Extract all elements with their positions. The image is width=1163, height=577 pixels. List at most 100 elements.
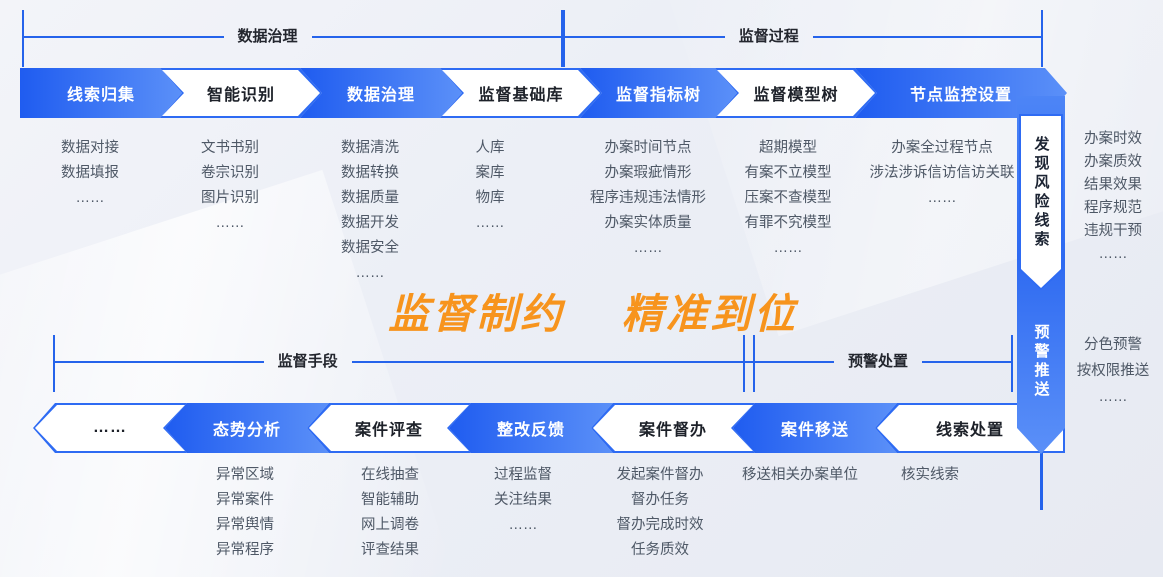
bracket-tick <box>563 10 565 67</box>
bracket-tick <box>743 335 745 392</box>
chevron-shape <box>442 70 600 116</box>
list-item: 任务质效 <box>631 542 689 558</box>
list-item: 办案质效 <box>1084 154 1142 170</box>
detail-column: 办案时间节点办案瑕疵情形程序违规违法情形办案实体质量…… <box>590 136 706 261</box>
detail-column: 人库案库物库…… <box>476 136 505 236</box>
bracket-tick <box>753 335 755 392</box>
list-item: 智能辅助 <box>361 492 419 508</box>
node-label: 智能识别 <box>206 87 275 104</box>
bottom_chain-node-0: …… <box>33 403 187 453</box>
list-item: 核实线索 <box>901 467 959 483</box>
node-label: 态势分析 <box>212 422 281 439</box>
list-item: …… <box>215 215 245 231</box>
list-item: 在线抽查 <box>361 467 419 483</box>
list-item: 数据填报 <box>61 165 119 181</box>
node-label: 监督基础库 <box>478 87 564 104</box>
detail-column: 异常区域异常案件异常舆情异常程序…… <box>216 463 274 577</box>
list-item: …… <box>773 240 803 256</box>
detail-column: 数据对接数据填报…… <box>61 136 119 211</box>
list-item: 程序规范 <box>1084 200 1142 216</box>
bracket-data-governance: 数据治理 <box>22 10 563 67</box>
top_chain-node-0: 线索归集 <box>20 68 182 118</box>
list-item: 有案不立模型 <box>744 165 832 181</box>
risk-items-list: 办案时效办案质效结果效果程序规范违规干预…… <box>1084 128 1142 266</box>
list-item: 办案时间节点 <box>604 140 692 156</box>
node-label: 监督模型树 <box>753 87 839 104</box>
chevron-shape <box>1021 116 1061 288</box>
chevron-shape <box>300 68 462 118</box>
bottom_chain-node-1: 态势分析 <box>165 403 329 453</box>
node-label: 案件移送 <box>780 422 849 439</box>
list-item: 数据转换 <box>341 165 399 181</box>
list-item: 涉法涉诉信访信访关联 <box>869 165 1015 181</box>
list-item: …… <box>75 190 105 206</box>
list-item: 物库 <box>475 190 505 206</box>
list-item: …… <box>1098 246 1128 262</box>
node-label: 案件督办 <box>638 422 707 439</box>
bracket-label: 预警处置 <box>848 353 909 370</box>
chevron-shape <box>162 70 320 116</box>
list-item: …… <box>355 265 385 281</box>
bracket-tick <box>561 10 563 67</box>
bracket-label: 数据治理 <box>237 28 298 45</box>
bracket-tick <box>1011 335 1013 392</box>
list-item: 异常舆情 <box>216 517 274 533</box>
top-flow-chain: 线索归集 智能识别 数据治理 监督基础库 监督指标树 监督模型树 节点监控设置 <box>20 68 1067 118</box>
headline-slogan: 监督制约 精准到位 <box>388 291 798 337</box>
list-item: 按权限推送 <box>1076 363 1150 379</box>
list-item: 有罪不究模型 <box>744 215 832 231</box>
list-item: 卷宗识别 <box>201 165 259 181</box>
list-item: …… <box>645 567 675 577</box>
list-item: 督办完成时效 <box>616 517 704 533</box>
node-label: 整改反馈 <box>496 422 565 439</box>
push-warning-label: 预警推送 <box>1032 324 1050 400</box>
list-item: 办案时效 <box>1084 131 1142 147</box>
detail-column: 超期模型有案不立模型压案不查模型有罪不究模型…… <box>745 136 832 261</box>
list-item: 数据清洗 <box>341 140 399 156</box>
list-item: 案库 <box>475 165 505 181</box>
detail-column: 过程监督关注结果…… <box>494 463 552 538</box>
list-item: 异常区域 <box>216 467 274 483</box>
top_chain-node-5: 监督模型树 <box>715 68 877 118</box>
node-label: …… <box>93 419 127 436</box>
bracket-label: 监督手段 <box>277 353 338 370</box>
node-label: 节点监控设置 <box>909 87 1012 104</box>
find-risk-chevron <box>1019 114 1063 290</box>
list-item: 异常程序 <box>216 542 274 558</box>
list-item: …… <box>475 215 505 231</box>
list-item: 数据开发 <box>341 215 399 231</box>
top_chain-node-2: 数据治理 <box>300 68 462 118</box>
chevron-shape <box>717 70 875 116</box>
bracket-tick <box>22 10 24 67</box>
node-label: 案件评查 <box>354 422 423 439</box>
detail-column: 核实线索 <box>901 463 959 488</box>
top_chain-node-4: 监督指标树 <box>580 68 737 118</box>
detail-column: 移送相关办案单位 <box>742 463 858 488</box>
list-item: 评查结果 <box>361 542 419 558</box>
list-item: …… <box>927 190 957 206</box>
list-item: 分色预警 <box>1084 337 1142 353</box>
bracket-warning-disposal: 预警处置 <box>743 335 1013 392</box>
list-item: 程序违规违法情形 <box>590 190 706 206</box>
bottom-flow-chain: ……态势分析案件评查整改反馈案件督办案件移送线索处置 <box>33 403 1065 453</box>
bracket-tick <box>1041 10 1043 67</box>
chevron-shape <box>593 405 753 451</box>
chevron-shape <box>449 403 613 453</box>
detail-column: 在线抽查智能辅助网上调卷评查结果…… <box>361 463 419 577</box>
list-item: 违规干预 <box>1084 223 1142 239</box>
find-risk-label: 发现风险线索 <box>1032 136 1050 250</box>
bracket-tick <box>53 335 55 392</box>
bottom_chain-node-5: 案件移送 <box>733 403 897 453</box>
list-item: 办案全过程节点 <box>891 140 993 156</box>
list-item: …… <box>230 567 260 577</box>
detail-column: 数据清洗数据转换数据质量数据开发数据安全…… <box>341 136 399 286</box>
bracket-supervision-means: 监督手段 <box>53 335 755 392</box>
list-item: 图片识别 <box>201 190 259 206</box>
list-item: 网上调卷 <box>361 517 419 533</box>
list-item: 文书书别 <box>201 140 259 156</box>
bottom_chain-node-4: 案件督办 <box>591 403 755 453</box>
list-item: 督办任务 <box>631 492 689 508</box>
node-label: 监督指标树 <box>615 87 701 104</box>
node-label: 数据治理 <box>346 87 415 104</box>
list-item: 数据质量 <box>341 190 399 206</box>
